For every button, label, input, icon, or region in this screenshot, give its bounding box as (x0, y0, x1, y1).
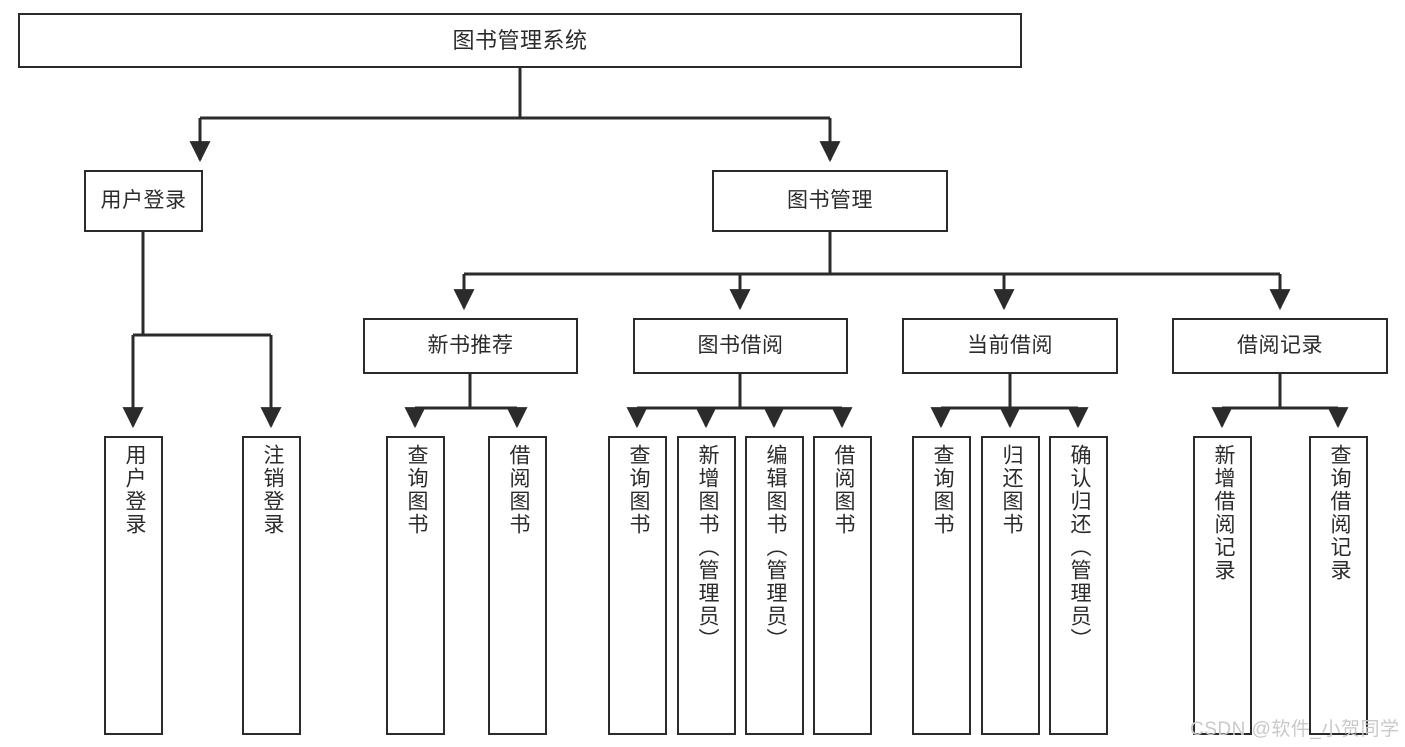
node-label-book-management: 图书管理 (787, 188, 873, 212)
node-label-current-borrow: 当前借阅 (967, 333, 1053, 357)
node-label-new-book-recommend: 新书推荐 (427, 333, 514, 357)
node-leaf-query-record[interactable]: 查询借阅记录 (1309, 436, 1368, 735)
watermark-text: CSDN @软件_小贺同学 (1190, 719, 1400, 740)
node-label-leaf-query-book-3: 查询图书 (930, 444, 954, 536)
node-label-book-borrow: 图书借阅 (697, 333, 784, 357)
node-label-leaf-user-login: 用户登录 (122, 444, 146, 536)
node-leaf-query-book-3[interactable]: 查询图书 (912, 436, 971, 735)
node-label-leaf-query-book-1: 查询图书 (404, 444, 428, 536)
node-label-leaf-logout-login: 注销登录 (260, 444, 284, 536)
csdn-watermark: CSDN @软件_小贺同学 (1190, 714, 1399, 741)
node-book-borrow[interactable]: 图书借阅 (633, 318, 848, 374)
node-leaf-add-record[interactable]: 新增借阅记录 (1193, 436, 1252, 735)
node-leaf-logout-login[interactable]: 注销登录 (242, 436, 301, 735)
node-leaf-add-book[interactable]: 新增图书（管理员） (677, 436, 736, 735)
node-book-management[interactable]: 图书管理 (712, 170, 948, 232)
node-label-leaf-confirm-return: 确认归还（管理员） (1067, 444, 1091, 651)
node-label-leaf-borrow-book-1: 借阅图书 (506, 444, 530, 536)
node-leaf-confirm-return[interactable]: 确认归还（管理员） (1049, 436, 1108, 735)
node-leaf-edit-book[interactable]: 编辑图书（管理员） (745, 436, 804, 735)
node-label-leaf-edit-book: 编辑图书（管理员） (763, 444, 787, 651)
node-label-root: 图书管理系统 (452, 27, 588, 53)
node-leaf-query-book-1[interactable]: 查询图书 (386, 436, 445, 735)
node-new-book-recommend[interactable]: 新书推荐 (363, 318, 578, 374)
node-user-login[interactable]: 用户登录 (84, 170, 203, 232)
node-label-leaf-borrow-book-2: 借阅图书 (831, 444, 855, 536)
node-label-leaf-query-book-2: 查询图书 (626, 444, 650, 536)
node-label-borrow-record: 借阅记录 (1237, 333, 1323, 357)
node-label-leaf-query-record: 查询借阅记录 (1327, 444, 1351, 582)
node-leaf-borrow-book-2[interactable]: 借阅图书 (813, 436, 872, 735)
node-label-leaf-return-book: 归还图书 (999, 444, 1023, 536)
node-label-leaf-add-record: 新增借阅记录 (1211, 444, 1235, 582)
node-current-borrow[interactable]: 当前借阅 (902, 318, 1118, 374)
node-leaf-borrow-book-1[interactable]: 借阅图书 (488, 436, 547, 735)
node-label-leaf-add-book: 新增图书（管理员） (695, 444, 719, 651)
node-root-book-management-system[interactable]: 图书管理系统 (18, 13, 1022, 68)
node-leaf-query-book-2[interactable]: 查询图书 (608, 436, 667, 735)
node-leaf-return-book[interactable]: 归还图书 (981, 436, 1040, 735)
node-borrow-record[interactable]: 借阅记录 (1172, 318, 1388, 374)
node-label-user-login: 用户登录 (100, 188, 187, 212)
node-leaf-user-login[interactable]: 用户登录 (104, 436, 163, 735)
